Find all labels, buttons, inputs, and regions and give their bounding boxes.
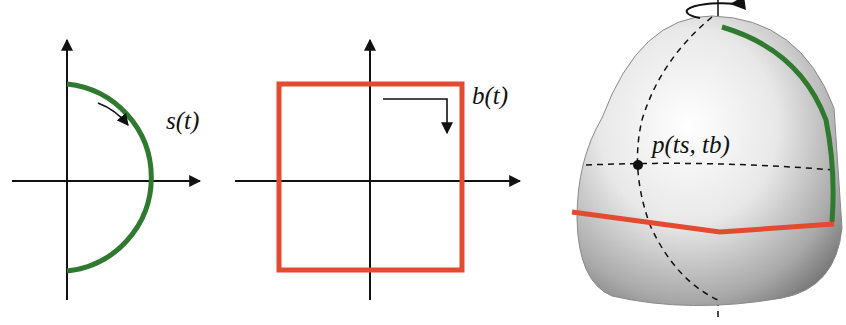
direction-arrow <box>98 103 128 125</box>
profile-curve <box>67 84 151 271</box>
base-curve <box>279 84 462 270</box>
profile-panel <box>12 40 200 300</box>
y-axis <box>66 40 68 300</box>
base-panel <box>235 40 520 300</box>
parallel-line <box>586 163 834 170</box>
direction-arrow <box>383 99 447 133</box>
curve-label: s(t) <box>166 108 199 133</box>
curve-label: p(ts, tb) <box>652 132 730 157</box>
y-axis <box>369 40 371 300</box>
surface-body <box>577 16 842 306</box>
surface-point <box>633 160 643 170</box>
x-axis <box>12 180 200 182</box>
curve-label: b(t) <box>472 83 508 108</box>
profile-curve <box>722 27 833 222</box>
surface-panel <box>572 0 842 322</box>
base-curve <box>572 212 834 232</box>
rotation-arrowhead <box>730 0 746 10</box>
meridian-line <box>638 17 719 300</box>
